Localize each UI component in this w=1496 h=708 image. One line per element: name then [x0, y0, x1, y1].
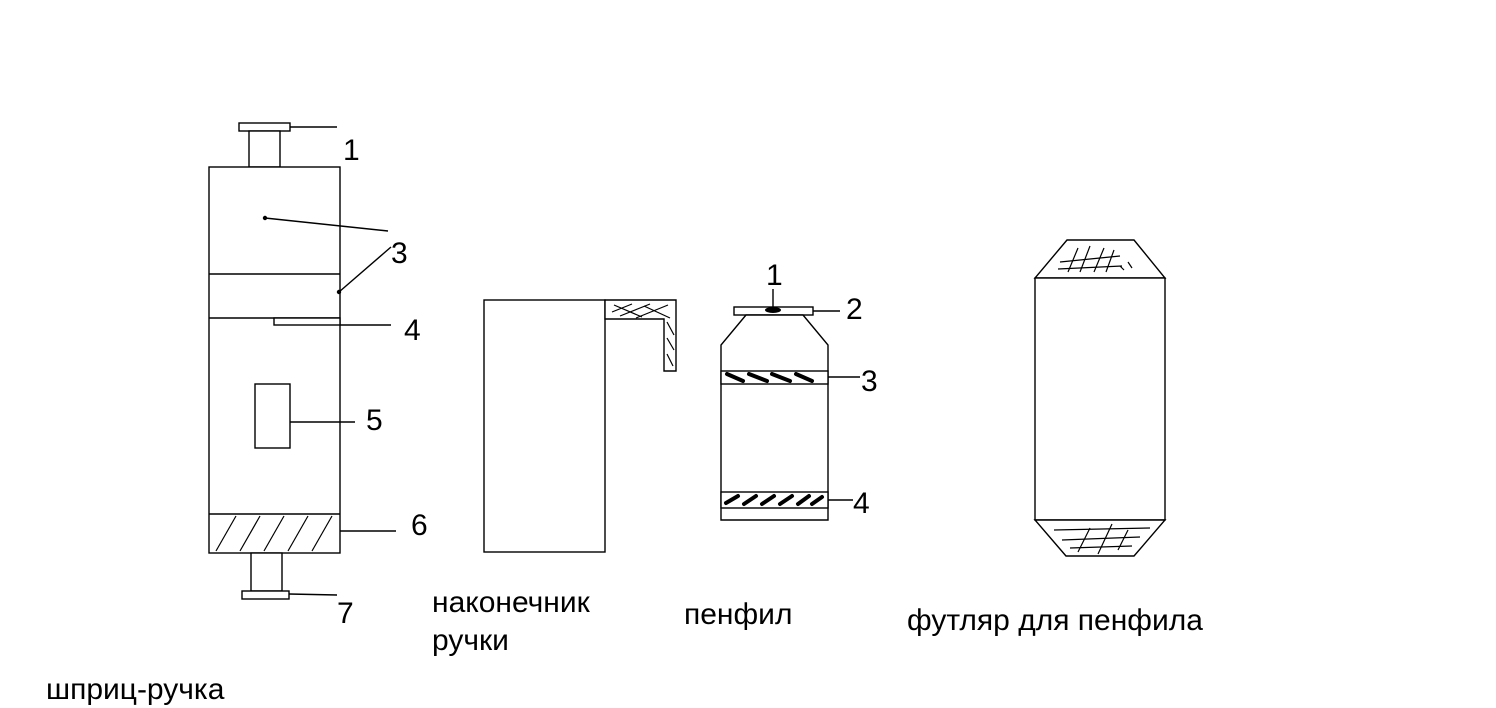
pen-body [208, 166, 341, 554]
pen-hatch-band-6 [215, 515, 333, 552]
penfill-case: футляр для пенфила [907, 239, 1203, 637]
callout-label-6: 6 [411, 509, 428, 542]
penfill-callout-4: 4 [853, 487, 870, 520]
penfill-callout-1: 1 [766, 259, 783, 292]
callout-label-5: 5 [366, 404, 383, 437]
callout-label-3: 3 [391, 237, 408, 270]
callout-label-7: 7 [337, 597, 354, 630]
pen-tip-caption-line2: ручки [432, 624, 509, 657]
callout-leader-7 [288, 593, 338, 596]
callout-label-4: 4 [404, 314, 421, 347]
case-bottom-hatch [1053, 523, 1151, 555]
syringe-pen-caption: шприц-ручка [46, 673, 225, 706]
pen-window-5 [254, 383, 291, 449]
pen-tip-caption-line1: наконечник [432, 586, 591, 619]
penfill-needle-point [765, 307, 781, 313]
penfill-caption: пенфил [684, 598, 792, 631]
penfill-shoulder [720, 314, 829, 521]
callout-label-1: 1 [343, 134, 360, 167]
pen-slot-4 [273, 317, 341, 326]
syringe-pen: 1 3 4 5 6 7 шприц-ручка [46, 122, 428, 706]
pen-tip-body [483, 299, 606, 553]
pen-top-button-stem [248, 130, 281, 168]
case-top-hatch [1057, 245, 1133, 273]
penfill: 1 2 3 4 пенфил [684, 259, 878, 631]
pen-tip-hook-hatch [611, 303, 675, 367]
case-body [1034, 277, 1166, 521]
pen-top-button-cap [238, 122, 291, 132]
callout-leader-3a [264, 217, 389, 232]
penfill-callout-2: 2 [846, 293, 863, 326]
pen-bottom-button-stem [250, 552, 283, 592]
penfill-case-caption: футляр для пенфила [907, 604, 1203, 637]
penfill-band-3-marks [725, 372, 814, 383]
pen-tip-hook [604, 299, 677, 372]
callout-leader-3b [338, 246, 392, 293]
penfill-band-4-marks [724, 494, 824, 506]
pen-tip: наконечник ручки [432, 299, 677, 657]
penfill-callout-3: 3 [861, 365, 878, 398]
pen-bottom-button-cap [241, 590, 290, 600]
